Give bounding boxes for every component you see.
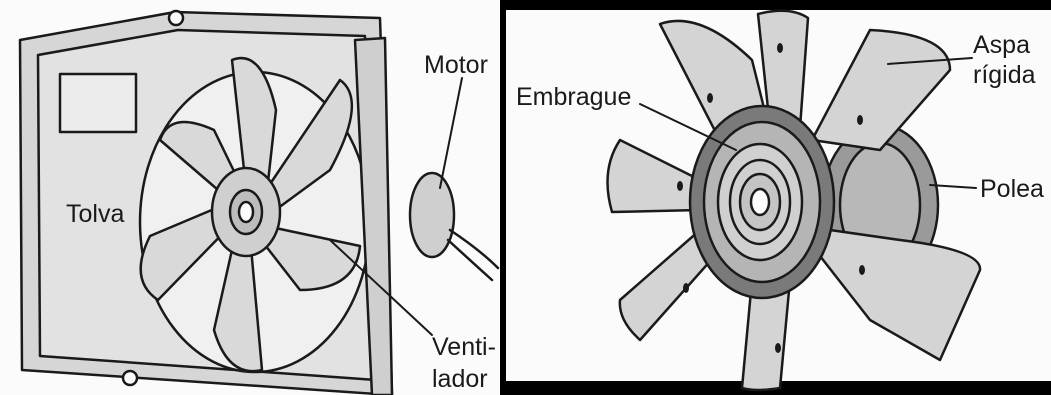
label-tolva: Tolva: [66, 201, 124, 227]
mount-ear-bottom: [123, 371, 137, 385]
label-motor: Motor: [424, 52, 488, 78]
label-ventilador-line1: Venti-: [432, 334, 496, 360]
motor-body: [410, 173, 454, 257]
leader-motor: [440, 78, 462, 188]
label-aspa-line2: rígida: [973, 62, 1036, 88]
right-panel-top-border: [500, 0, 1051, 10]
shroud-plate: [60, 74, 136, 132]
blade-left: [608, 140, 701, 212]
label-ventilador-line2: lador: [432, 366, 488, 392]
fan-hub-center: [239, 202, 253, 222]
blade-top-right: [812, 30, 950, 150]
mount-ear-top: [169, 11, 183, 25]
label-aspa-line1: Aspa: [973, 32, 1030, 58]
clutch-center: [751, 189, 769, 215]
blade-right: [820, 230, 980, 360]
clutch-fan-diagram: [608, 11, 981, 390]
label-embrague: Embrague: [516, 84, 631, 110]
label-polea: Polea: [980, 176, 1044, 202]
motor-wire-2: [448, 240, 492, 280]
right-panel-left-border: [500, 0, 506, 395]
